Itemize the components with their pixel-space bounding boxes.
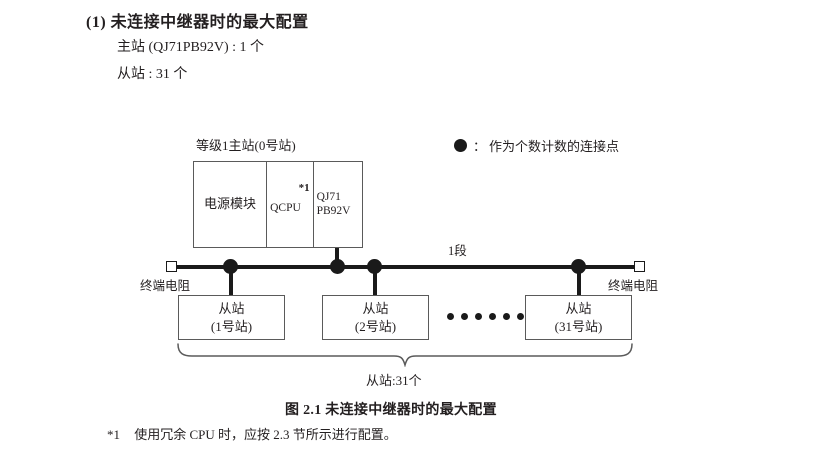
bus-node-slave-1	[223, 259, 238, 274]
rack-cell-qj71pb92v: QJ71 PB92V	[312, 162, 362, 247]
ellipsis-dot	[489, 313, 496, 320]
ellipsis-dot	[447, 313, 454, 320]
slave-station-box-2: 从站 (2号站)	[322, 295, 429, 340]
bus-trunk-line	[174, 265, 640, 269]
ellipsis-dot	[461, 313, 468, 320]
slave-station-1-number: (1号站)	[210, 318, 253, 334]
drop-line-slave-2	[373, 268, 377, 296]
slave-station-2-number: (2号站)	[354, 318, 397, 334]
segment-label: 1段	[448, 244, 467, 258]
rack-cell-power-supply-label: 电源模块	[204, 196, 257, 212]
rack-cell-qcpu-label: QCPU	[270, 201, 301, 214]
master-station-rack: 电源模块 QCPU *1 QJ71 PB92V	[193, 161, 363, 248]
slave-station-box-31: 从站 (31号站)	[525, 295, 632, 340]
slave-station-2-title: 从站	[362, 300, 389, 316]
figure-caption: 图 2.1 未连接中继器时的最大配置	[285, 403, 497, 418]
bus-node-master	[330, 259, 345, 274]
terminating-resistor-right-icon	[634, 261, 645, 272]
footnote-mark: *1	[107, 427, 120, 442]
spec-line-slave: 从站 : 31 个	[117, 67, 188, 82]
spec-line-master: 主站 (QJ71PB92V) : 1 个	[117, 40, 265, 55]
terminating-resistor-left-label: 终端电阻	[140, 279, 191, 293]
brace-icon	[177, 343, 633, 368]
legend-colon: ：	[473, 139, 487, 154]
ellipsis-dot	[517, 313, 524, 320]
legend: ： 作为个数计数的连接点	[454, 136, 619, 155]
rack-cell-power-supply: 电源模块	[194, 162, 266, 247]
footnote: *1 使用冗余 CPU 时，应按 2.3 节所示进行配置。	[107, 424, 397, 443]
filled-circle-icon	[454, 139, 467, 152]
rack-cell-qcpu: QCPU *1	[266, 162, 312, 247]
rack-cell-qj71pb92v-label: QJ71 PB92V	[316, 191, 351, 217]
slave-station-31-title: 从站	[565, 300, 592, 316]
slave-station-1-title: 从站	[218, 300, 245, 316]
slave-count-label: 从站:31个	[366, 373, 422, 388]
master-drop-line	[335, 248, 339, 268]
slave-count-brace	[176, 343, 634, 372]
drop-line-slave-1	[229, 268, 233, 296]
bus-node-slave-31	[571, 259, 586, 274]
drop-line-slave-31	[577, 268, 581, 296]
slave-station-box-1: 从站 (1号站)	[178, 295, 285, 340]
ellipsis-dot	[503, 313, 510, 320]
section-heading: (1) 未连接中继器时的最大配置	[86, 14, 309, 31]
qcpu-footnote-mark: *1	[298, 182, 310, 194]
footnote-text: 使用冗余 CPU 时，应按 2.3 节所示进行配置。	[134, 427, 397, 442]
bus-node-slave-2	[367, 259, 382, 274]
terminating-resistor-left-icon	[166, 261, 177, 272]
terminating-resistor-right-label: 终端电阻	[608, 279, 659, 293]
ellipsis-dot	[475, 313, 482, 320]
legend-label: 作为个数计数的连接点	[489, 139, 620, 154]
slave-station-31-number: (31号站)	[554, 318, 603, 334]
master-station-caption: 等级1主站(0号站)	[196, 138, 296, 153]
ellipsis-dots	[447, 313, 524, 320]
